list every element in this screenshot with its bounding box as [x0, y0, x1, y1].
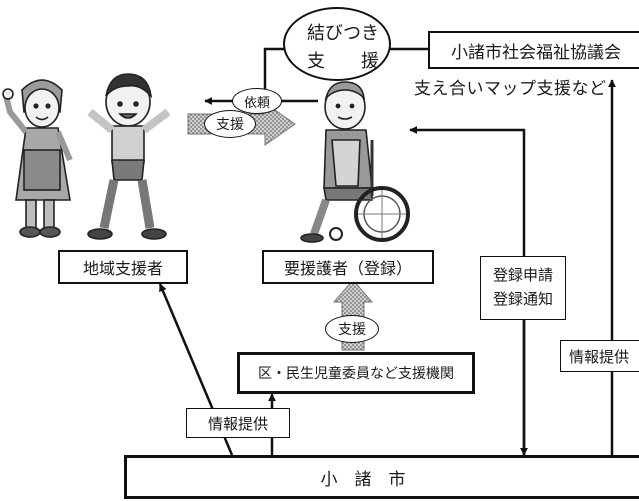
council-box: 小諸市社会福祉協議会	[428, 31, 639, 69]
registration-line2: 登録通知	[492, 290, 553, 308]
support-up-label: 支援	[338, 322, 366, 338]
bond-support-line1: 結びつき	[307, 23, 379, 44]
city-box: 小 諸 市	[124, 455, 639, 499]
agencies-label: 区・民生児童委員など支援機関	[258, 366, 454, 382]
person-needing-support-box: 要援護者（登録）	[262, 250, 434, 284]
mutual-map-label: 支え合いマップ支援など	[414, 79, 607, 99]
registration-line1: 登録申請	[492, 266, 553, 284]
info-provision-right-label: 情報提供	[569, 347, 630, 366]
registration-note: 登録申請 登録通知	[480, 256, 566, 320]
support-ellipse: 支援	[204, 110, 256, 138]
info-provision-left-label: 情報提供	[207, 414, 268, 433]
support-label: 支援	[216, 117, 244, 133]
request-ellipse: 依頼	[232, 88, 282, 114]
bond-support-line2: 支 援	[307, 51, 379, 72]
info-provision-left-box: 情報提供	[186, 408, 290, 438]
council-label: 小諸市社会福祉協議会	[451, 42, 621, 63]
support-up-ellipse: 支援	[325, 315, 379, 343]
person-needing-support-label: 要援護者（登録）	[283, 259, 412, 278]
registration-arrow	[409, 126, 528, 456]
child-figure-icon	[87, 73, 171, 240]
bond-support-ellipse: 結びつき 支 援	[283, 7, 391, 81]
info-provision-right-box: 情報提供	[560, 340, 639, 372]
request-label: 依頼	[243, 95, 270, 111]
city-label: 小 諸 市	[320, 469, 406, 490]
bond-support-connector	[261, 47, 428, 106]
community-supporters-label: 地域支援者	[82, 259, 163, 278]
agencies-box: 区・民生児童委員など支援機関	[237, 352, 475, 394]
community-supporters-box: 地域支援者	[58, 250, 188, 284]
mother-figure-icon	[2, 79, 73, 238]
wheelchair-user-icon	[300, 81, 410, 243]
